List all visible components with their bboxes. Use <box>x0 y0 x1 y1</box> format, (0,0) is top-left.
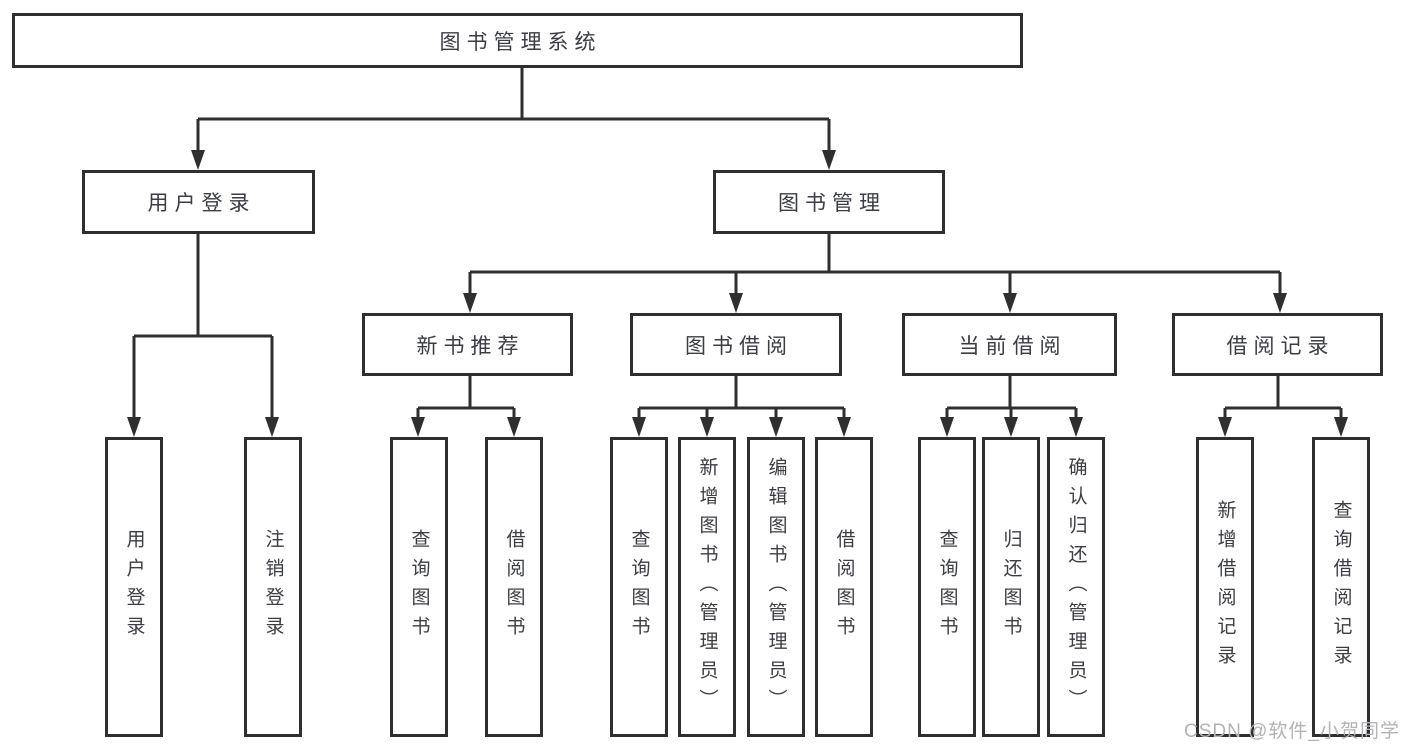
leaf-add-book-admin-label: 新增图书（管理员） <box>696 456 718 718</box>
leaf-edit-book-admin-label: 编辑图书（管理员） <box>765 456 787 718</box>
node-library-management-system: 图书管理系统 <box>12 13 1023 68</box>
csdn-watermark: CSDN @软件_小贺同学 <box>1184 721 1400 742</box>
leaf-add-book-admin: 新增图书（管理员） <box>678 437 736 737</box>
leaf-query-books-current-label: 查询图书 <box>936 529 958 645</box>
node-book-borrow: 图书借阅 <box>630 313 842 376</box>
leaf-confirm-return-admin-label: 确认归还（管理员） <box>1065 456 1087 718</box>
leaf-query-books-borrow: 查询图书 <box>610 437 668 737</box>
leaf-query-books-recommend-label: 查询图书 <box>408 529 430 645</box>
leaf-borrow-books-recommend-label: 借阅图书 <box>503 529 525 645</box>
leaf-return-book-label: 归还图书 <box>1000 529 1022 645</box>
arrowhead-icons <box>127 150 1348 437</box>
leaf-query-books-borrow-label: 查询图书 <box>628 529 650 645</box>
leaf-edit-book-admin: 编辑图书（管理员） <box>747 437 805 737</box>
node-user-login: 用户登录 <box>82 170 315 234</box>
leaf-query-borrow-record-label: 查询借阅记录 <box>1330 500 1352 674</box>
node-borrow-records: 借阅记录 <box>1172 313 1383 376</box>
leaf-add-borrow-record-label: 新增借阅记录 <box>1214 500 1236 674</box>
node-new-book-recommend: 新书推荐 <box>362 313 573 376</box>
leaf-query-books-current: 查询图书 <box>918 437 976 737</box>
leaf-logout: 注销登录 <box>244 437 302 737</box>
leaf-user-login-label: 用户登录 <box>123 529 145 645</box>
leaf-borrow-books-recommend: 借阅图书 <box>485 437 543 737</box>
leaf-return-book: 归还图书 <box>982 437 1040 737</box>
leaf-user-login: 用户登录 <box>105 437 163 737</box>
leaf-add-borrow-record: 新增借阅记录 <box>1196 437 1254 737</box>
leaf-logout-label: 注销登录 <box>262 529 284 645</box>
node-current-borrow: 当前借阅 <box>902 313 1117 376</box>
leaf-borrow-books-label: 借阅图书 <box>833 529 855 645</box>
leaf-query-borrow-record: 查询借阅记录 <box>1312 437 1370 737</box>
node-book-management: 图书管理 <box>713 170 945 234</box>
leaf-borrow-books: 借阅图书 <box>815 437 873 737</box>
leaf-query-books-recommend: 查询图书 <box>390 437 448 737</box>
leaf-confirm-return-admin: 确认归还（管理员） <box>1047 437 1105 737</box>
